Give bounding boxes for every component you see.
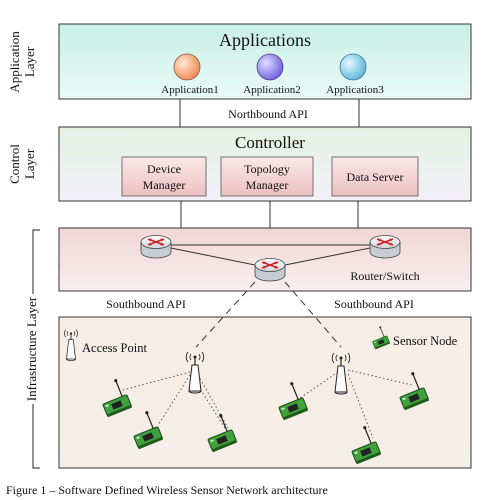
topology-manager-line1: Topology [244, 162, 290, 176]
application1-icon[interactable] [173, 53, 201, 81]
device-manager-line1: Device [147, 162, 181, 176]
topology-manager-line2: Manager [246, 178, 289, 192]
control-layer-label-1: Control [7, 144, 22, 184]
bracket-gap [24, 294, 42, 404]
router-link-left [155, 244, 271, 269]
southbound-api-right-label: Southbound API [334, 297, 414, 311]
device-manager-box[interactable] [121, 156, 207, 197]
router-link-right [269, 244, 386, 269]
infrastructure-layer-label: Infrastructure Layer [24, 296, 39, 401]
data-server-box[interactable] [331, 156, 419, 197]
controller-title: Controller [235, 133, 305, 152]
application-layer-label-1: Application [7, 31, 22, 93]
dashed-link-left [195, 281, 256, 348]
application3-icon[interactable] [339, 53, 367, 81]
legend-sensor-node-label: Sensor Node [393, 334, 458, 348]
device-manager-line2: Manager [143, 178, 186, 192]
dashed-link-right [284, 281, 342, 348]
application-layer-label-2: Layer [22, 46, 37, 77]
control-layer-label-2: Layer [22, 148, 37, 179]
southbound-api-left-label: Southbound API [106, 297, 186, 311]
northbound-api-label: Northbound API [228, 107, 308, 121]
router-left-icon[interactable] [140, 234, 172, 259]
router-right-icon[interactable] [369, 234, 401, 259]
application1-label: Application1 [161, 84, 218, 96]
router-switch-label: Router/Switch [350, 269, 419, 283]
application3-label: Application3 [326, 84, 384, 96]
wireless-links [122, 369, 413, 439]
legend-access-point-label: Access Point [82, 341, 147, 355]
figure-caption: Figure 1 – Software Defined Wireless Sen… [6, 483, 328, 497]
topology-manager-box[interactable] [220, 156, 314, 197]
application2-label: Application2 [243, 84, 300, 96]
applications-title: Applications [219, 30, 311, 50]
sensor-network-panel [58, 316, 472, 469]
data-server-label: Data Server [347, 170, 404, 184]
application2-icon[interactable] [256, 53, 284, 81]
router-center-icon[interactable] [254, 257, 286, 282]
